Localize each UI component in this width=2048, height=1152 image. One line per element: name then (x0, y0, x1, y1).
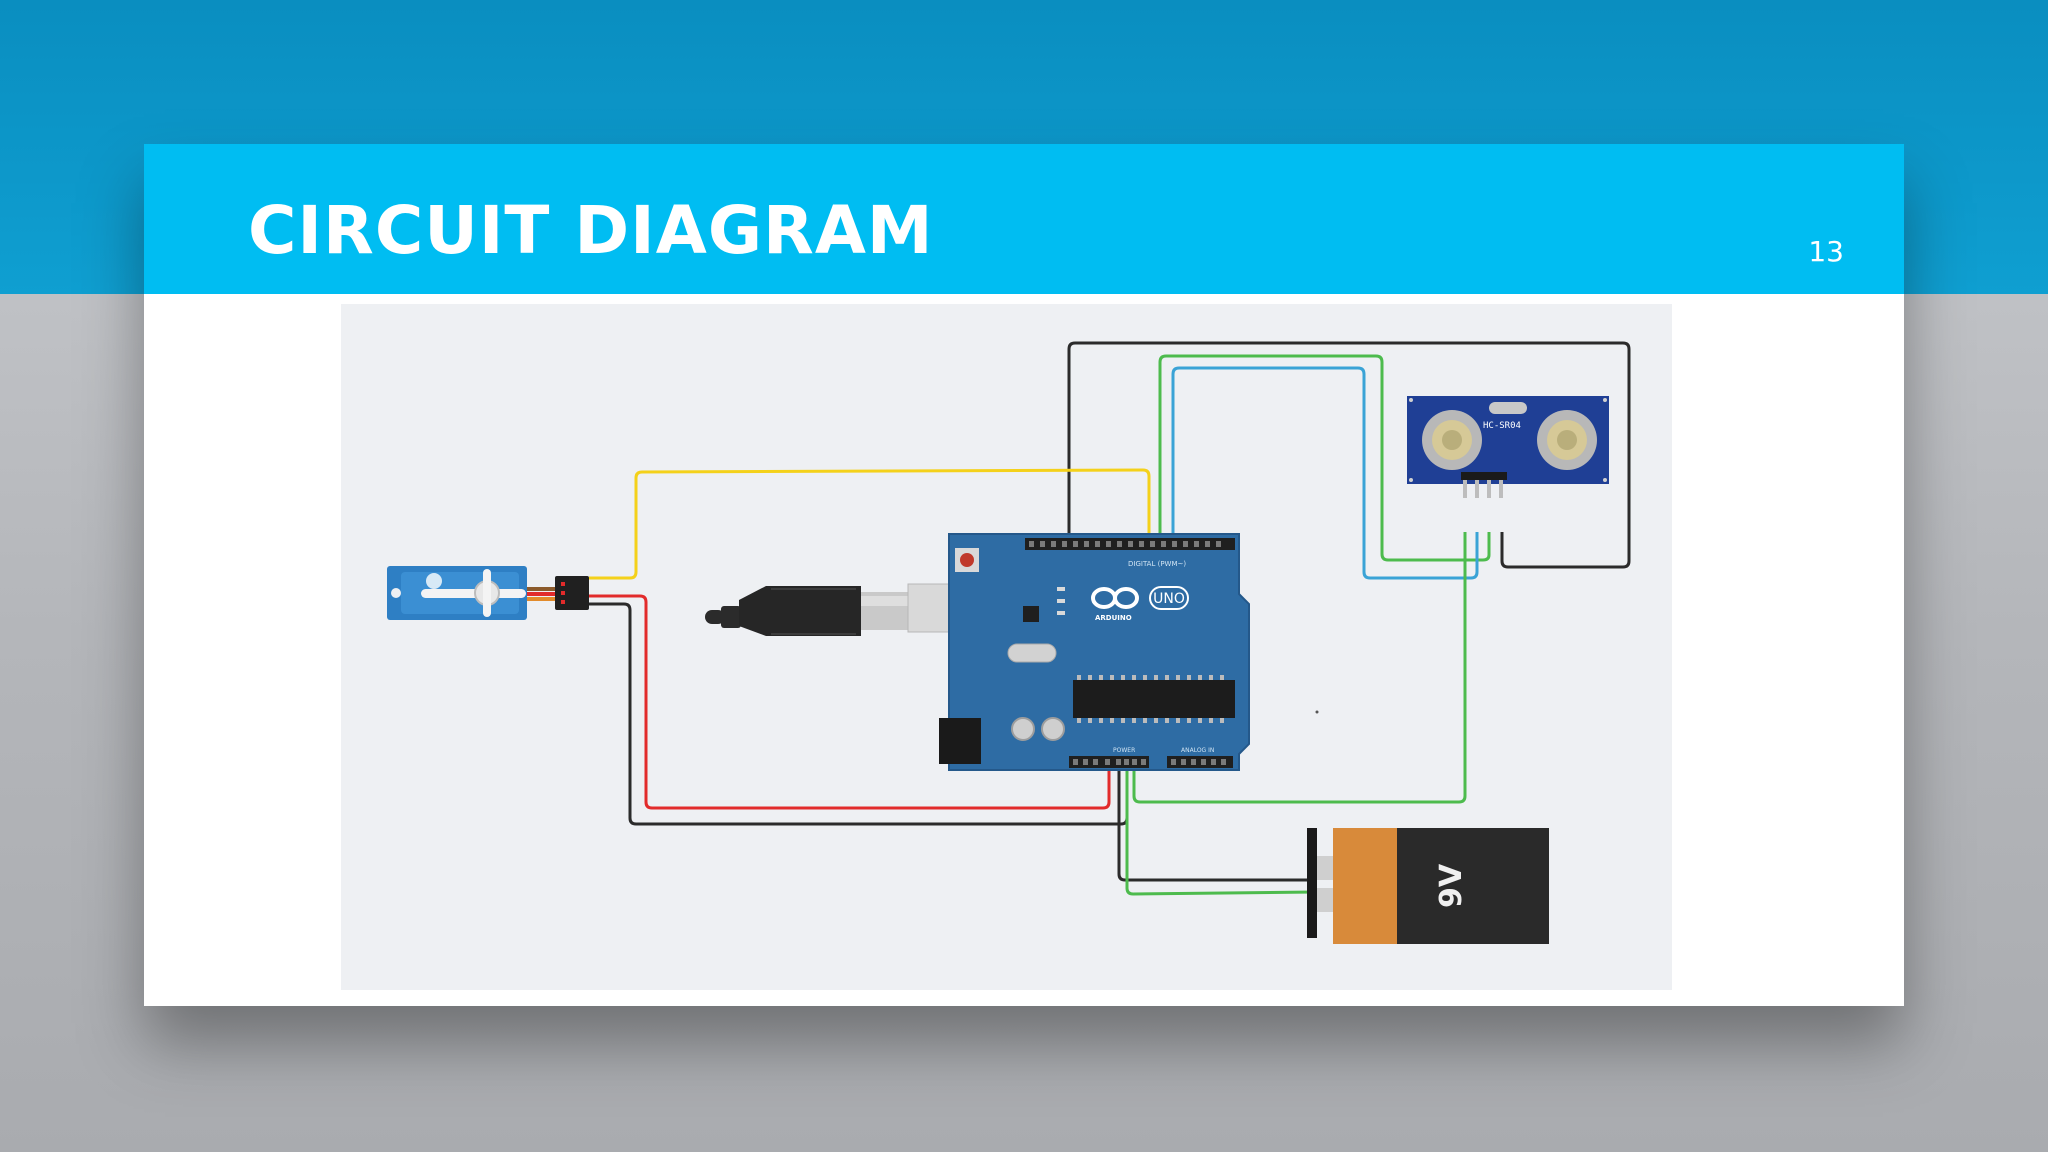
battery-label: 9V (1434, 863, 1469, 908)
circuit-diagram: DIGITAL (PWM~) UNO ARDUINO (341, 304, 1672, 990)
uno-label: UNO (1153, 591, 1185, 607)
wire-battery-negative (1117, 766, 1316, 882)
arduino-uno-board: DIGITAL (PWM~) UNO ARDUINO (907, 533, 1250, 771)
slide-header: CIRCUIT DIAGRAM 13 (144, 144, 1904, 294)
wire-ground-sensor (1067, 341, 1631, 569)
page-number: 13 (1808, 235, 1844, 268)
servo-motor (387, 566, 589, 620)
wire-trigger-path (1171, 366, 1479, 580)
sensor-model-label: HC-SR04 (1483, 421, 1521, 431)
wire-battery-positive (1125, 766, 1317, 896)
digital-pins-label: DIGITAL (PWM~) (1128, 560, 1186, 568)
slide: CIRCUIT DIAGRAM 13 (144, 144, 1904, 1006)
wire-servo-signal (589, 468, 1151, 580)
circuit-diagram-svg: DIGITAL (PWM~) UNO ARDUINO (387, 341, 1631, 944)
wire-servo-power (589, 594, 1111, 810)
wire-sensor-power (1132, 532, 1467, 804)
slide-title: CIRCUIT DIAGRAM (248, 192, 934, 269)
arduino-label: ARDUINO (1095, 614, 1132, 622)
power-pins-label: POWER (1113, 747, 1135, 754)
arduino-logo-icon (1091, 587, 1139, 609)
battery-9v: 9V (1307, 828, 1549, 944)
wire-echo (1158, 354, 1491, 562)
usb-cable (705, 586, 909, 636)
ultrasonic-sensor: HC-SR04 (1407, 396, 1609, 498)
analog-pins-label: ANALOG IN (1181, 747, 1214, 754)
